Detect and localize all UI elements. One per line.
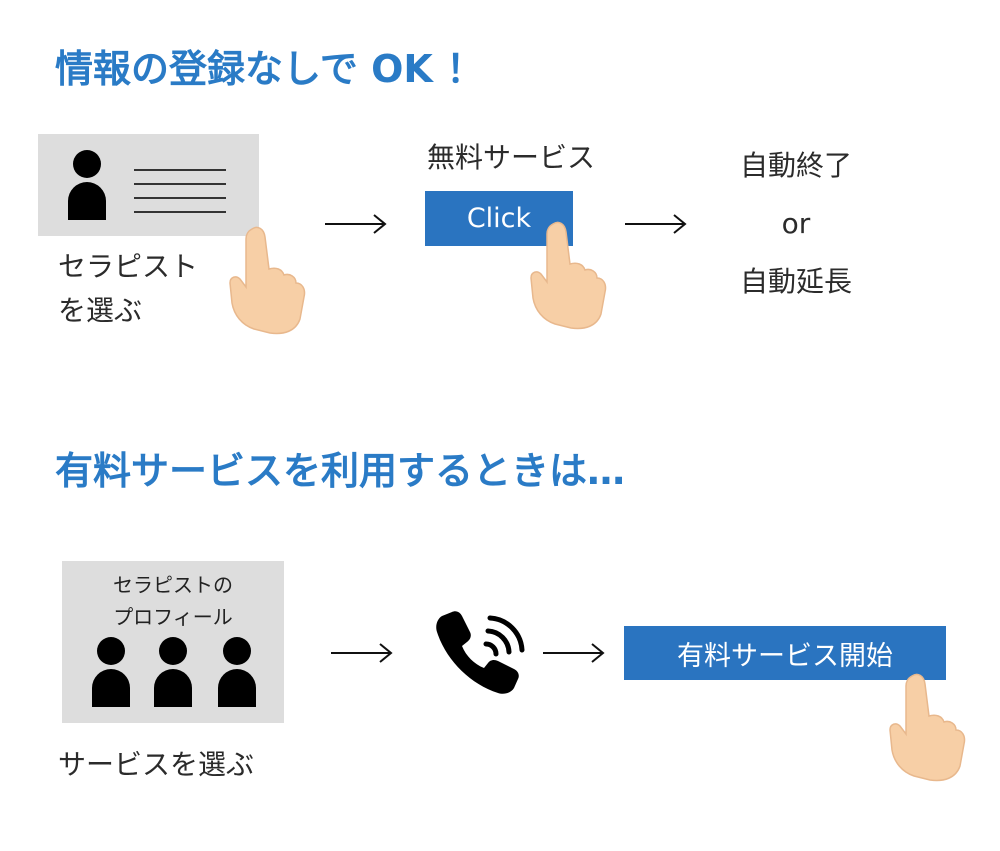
pointing-hand-icon [530, 221, 607, 330]
arrow-right-icon [331, 643, 393, 663]
arrow-right-icon [325, 214, 387, 234]
therapist-card[interactable] [38, 134, 259, 236]
free-service-label: 無料サービス [426, 141, 595, 174]
select-therapist-label: セラピスト を選ぶ [58, 250, 199, 327]
pointing-hand-icon [229, 226, 306, 335]
auto-end-label: 自動終了 [739, 149, 852, 182]
auto-extend-label: 自動延長 [739, 265, 852, 298]
profile-card[interactable]: セラピストの プロフィール [62, 561, 284, 723]
arrow-right-icon [625, 214, 687, 234]
person-icon [154, 637, 192, 707]
arrow-right-icon [543, 643, 605, 663]
person-icon [218, 637, 256, 707]
phone-icon [436, 611, 525, 694]
text-lines-icon [134, 169, 226, 225]
pointing-hand-icon [889, 673, 966, 782]
auto-result-text: 自動終了 or 自動延長 [716, 137, 876, 311]
start-paid-service-button[interactable]: 有料サービス開始 [624, 626, 946, 680]
select-service-label: サービスを選ぶ [58, 748, 255, 781]
section2-heading: 有料サービスを利用するときは… [55, 449, 626, 493]
or-label: or [781, 207, 811, 240]
profile-card-title: セラピストの プロフィール [113, 573, 233, 629]
person-icon [68, 150, 106, 220]
section1-heading: 情報の登録なしで OK ！ [55, 47, 485, 91]
person-icon [92, 637, 130, 707]
